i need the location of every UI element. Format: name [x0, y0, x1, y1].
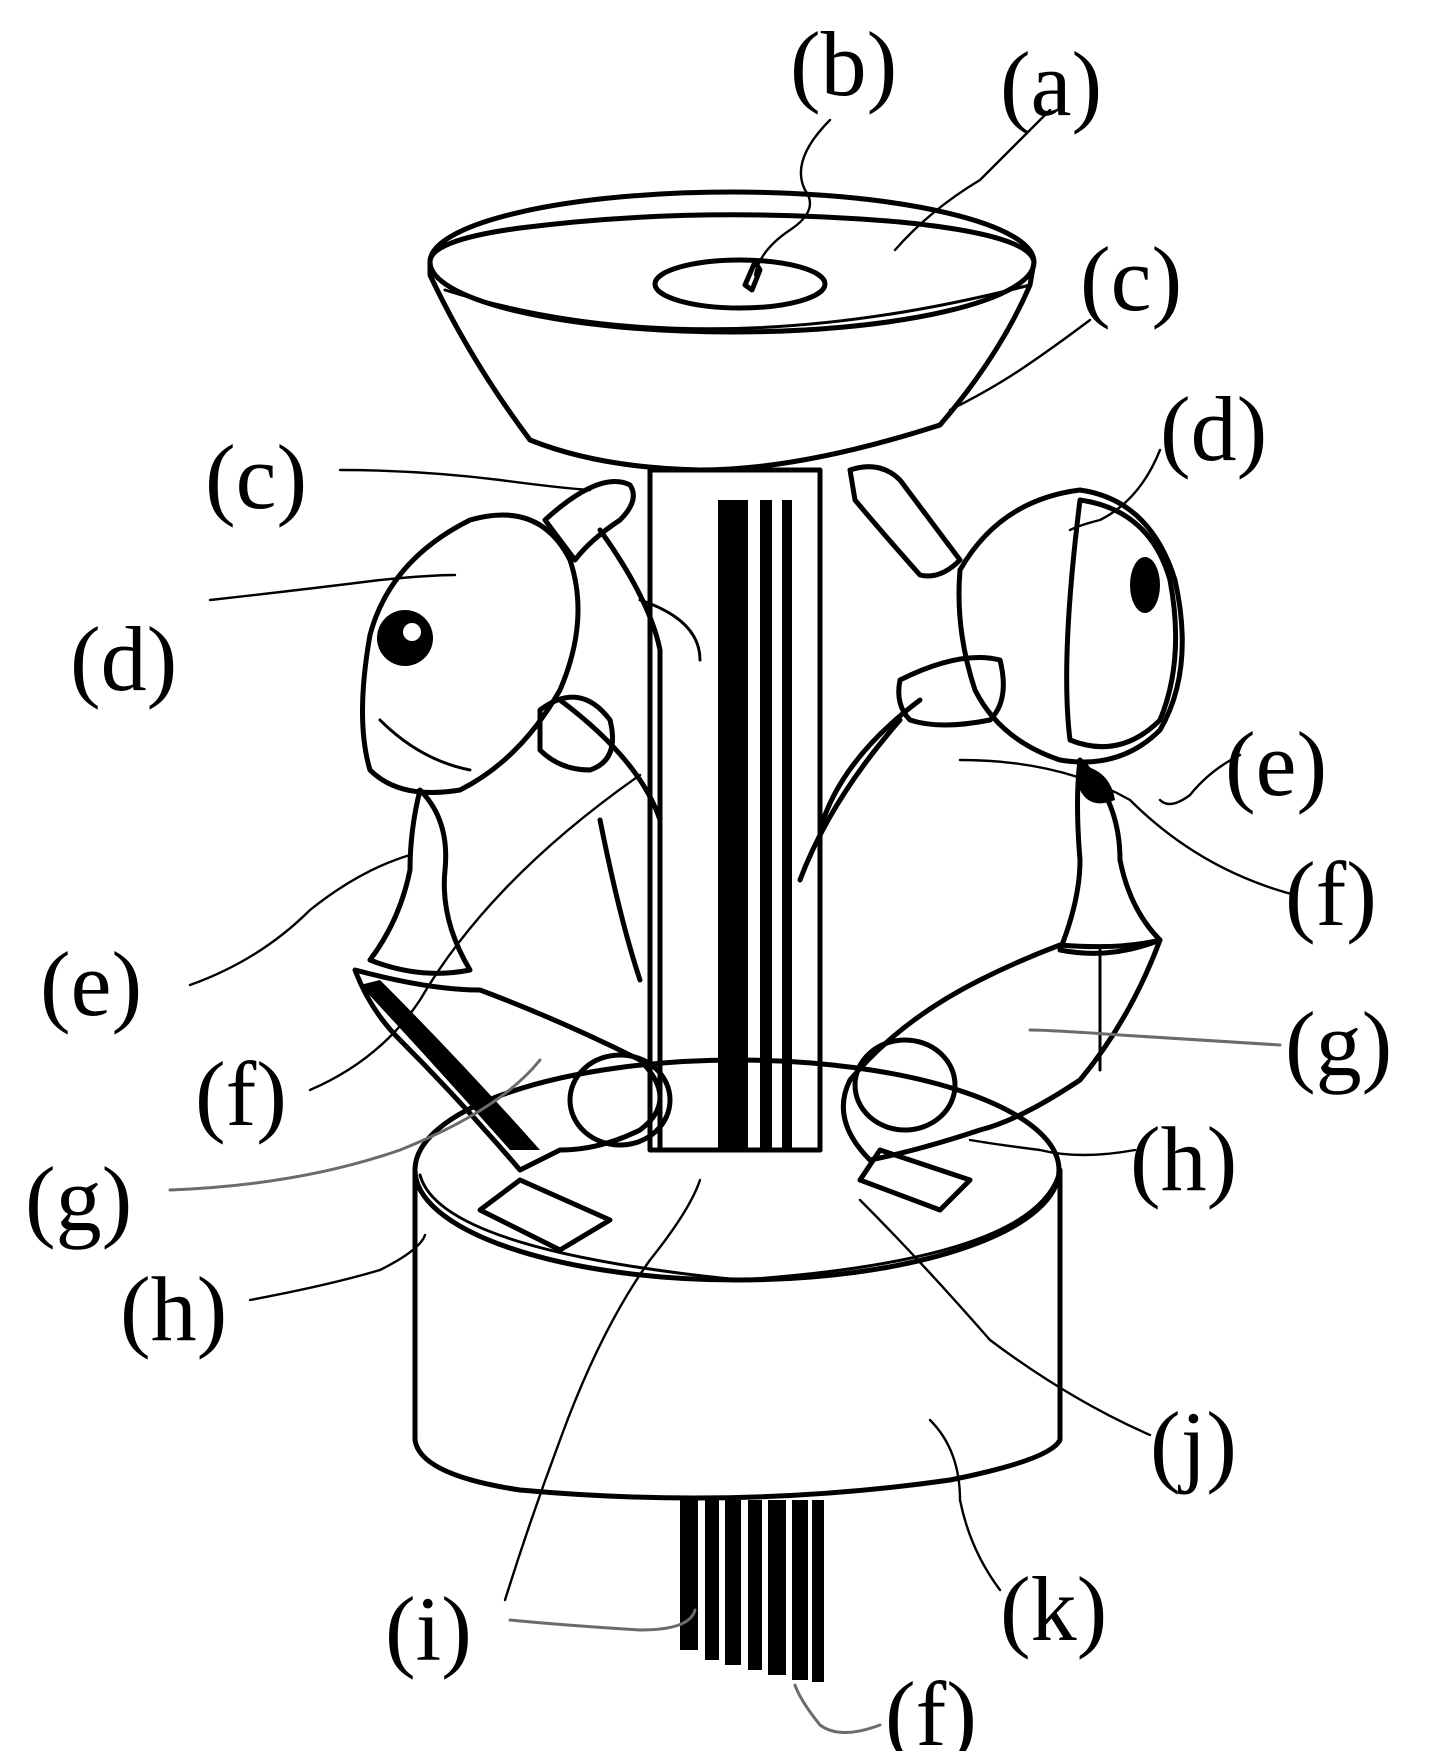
cables: [557, 697, 923, 1143]
label-g-left: (g): [25, 1148, 132, 1250]
left-arm: [352, 479, 673, 1253]
label-i: (i): [385, 1578, 472, 1680]
label-c-right: (c): [1080, 228, 1182, 330]
central-shaft: [597, 467, 823, 1153]
label-f-bottom: (f): [885, 1663, 977, 1751]
cup-rim: [427, 189, 1037, 335]
shaft-core: [718, 500, 748, 1150]
label-c-left: (c): [205, 426, 307, 528]
label-e-right: (e): [1225, 713, 1327, 815]
left-bolt: [377, 610, 433, 666]
base-cylinder: [412, 1057, 1063, 1501]
label-a: (a): [1000, 33, 1102, 135]
label-f-left: (f): [195, 1043, 287, 1145]
label-d-left: (d): [70, 608, 177, 710]
label-k: (k): [1000, 1558, 1107, 1660]
label-g-right: (g): [1285, 993, 1392, 1095]
bottom-cables: [680, 1500, 824, 1682]
right-arm: [840, 464, 1185, 1213]
leader-lines: [168, 108, 1297, 1734]
label-h-left: (h): [120, 1258, 227, 1360]
callout-labels: (a) (b) (c) (c) (d) (d) (e) (e) (f) (f) …: [25, 13, 1392, 1751]
label-f-right: (f): [1285, 843, 1377, 945]
arrow-marker: [742, 259, 763, 293]
label-h-right: (h): [1130, 1108, 1237, 1210]
top-cup: [427, 189, 1037, 473]
label-b: (b): [790, 13, 897, 115]
label-d-right: (d): [1160, 378, 1267, 480]
label-e-left: (e): [40, 933, 142, 1035]
right-bolt: [1130, 557, 1160, 613]
label-j: (j): [1150, 1393, 1237, 1495]
center-hole: [652, 257, 828, 311]
